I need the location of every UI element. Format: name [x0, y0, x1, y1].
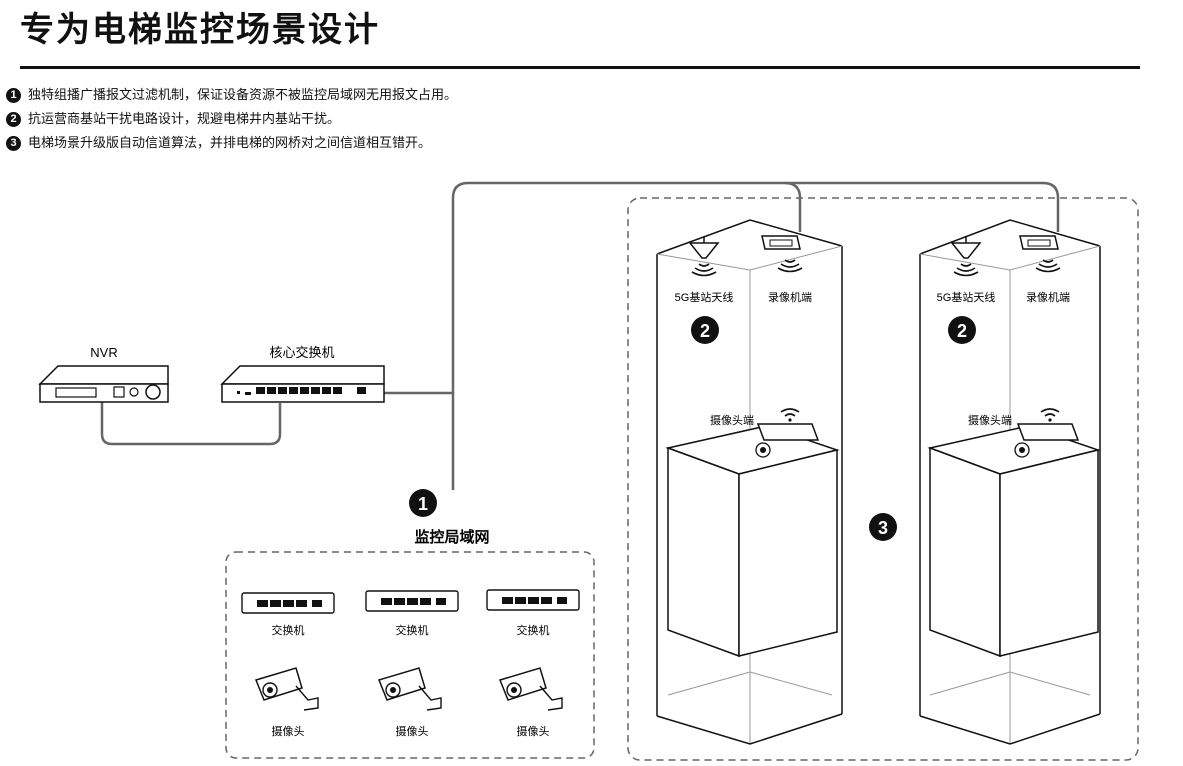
lan-box [225, 551, 595, 759]
lan-camera-3 [499, 667, 563, 711]
page-title: 专为电梯监控场景设计 [20, 11, 380, 49]
recorder-label: 录像机端 [1026, 290, 1070, 304]
camera-end-signal-icon [780, 408, 800, 423]
link-to-lan [384, 391, 455, 490]
nvr-device [38, 365, 169, 403]
nvr-label: NVR [90, 345, 117, 360]
camera-end-signal-icon [1040, 408, 1060, 423]
badge-1-number: 1 [418, 494, 428, 514]
elevator-shaft-2 [919, 219, 1101, 745]
link-to-recorder-1 [451, 181, 802, 393]
feature-item: 3 电梯场景升级版自动信道算法，并排电梯的网桥对之间信道相互错开。 [6, 134, 431, 152]
antenna-signal-icon [953, 263, 979, 277]
feature-item: 1 独特组播广播报文过滤机制，保证设备资源不被监控局域网无用报文占用。 [6, 86, 457, 104]
badge-2 [691, 316, 719, 344]
switch-label: 交换机 [272, 623, 305, 637]
lan-switch-2 [365, 590, 459, 612]
camera-end-label: 摄像头端 [710, 413, 754, 427]
lan-switch-3 [486, 589, 580, 611]
camera-end-label: 摄像头端 [968, 413, 1012, 427]
elevator-shaft-1 [656, 219, 843, 745]
recorder-label: 录像机端 [768, 290, 812, 304]
title-divider [20, 66, 1140, 69]
link-to-recorder-2 [785, 181, 1060, 232]
elevator-area-box [627, 197, 1139, 761]
camera-label: 摄像头 [272, 724, 305, 738]
antenna-signal-icon [691, 263, 717, 277]
core-switch-label: 核心交换机 [269, 345, 334, 360]
camera-label: 摄像头 [396, 724, 429, 738]
badge-2 [948, 316, 976, 344]
switch-label: 交换机 [396, 623, 429, 637]
camera-label: 摄像头 [517, 724, 550, 738]
feature-text: 独特组播广播报文过滤机制，保证设备资源不被监控局域网无用报文占用。 [28, 87, 458, 102]
feature-number-badge: 2 [6, 111, 21, 127]
lan-switch-1 [241, 592, 335, 614]
lan-camera-1 [255, 667, 319, 711]
badge-2-number: 2 [700, 321, 710, 341]
link-nvr-core [100, 400, 282, 446]
feature-text: 电梯场景升级版自动信道算法，并排电梯的网桥对之间信道相互错开。 [28, 135, 432, 150]
feature-text: 抗运营商基站干扰电路设计，规避电梯井内基站干扰。 [28, 111, 341, 126]
lan-camera-2 [378, 667, 442, 711]
badge-3 [869, 513, 897, 541]
lan-label: 监控局域网 [414, 528, 489, 546]
badge-2-number: 2 [957, 321, 967, 341]
antenna-label: 5G基站天线 [675, 290, 734, 304]
badge-3-number: 3 [878, 518, 888, 538]
switch-label: 交换机 [517, 623, 550, 637]
feature-item: 2 抗运营商基站干扰电路设计，规避电梯井内基站干扰。 [6, 110, 340, 128]
badge-1 [409, 489, 437, 517]
antenna-label: 5G基站天线 [937, 290, 996, 304]
core-switch-device [220, 365, 385, 403]
feature-number-badge: 1 [6, 87, 21, 103]
feature-number-badge: 3 [6, 135, 21, 151]
